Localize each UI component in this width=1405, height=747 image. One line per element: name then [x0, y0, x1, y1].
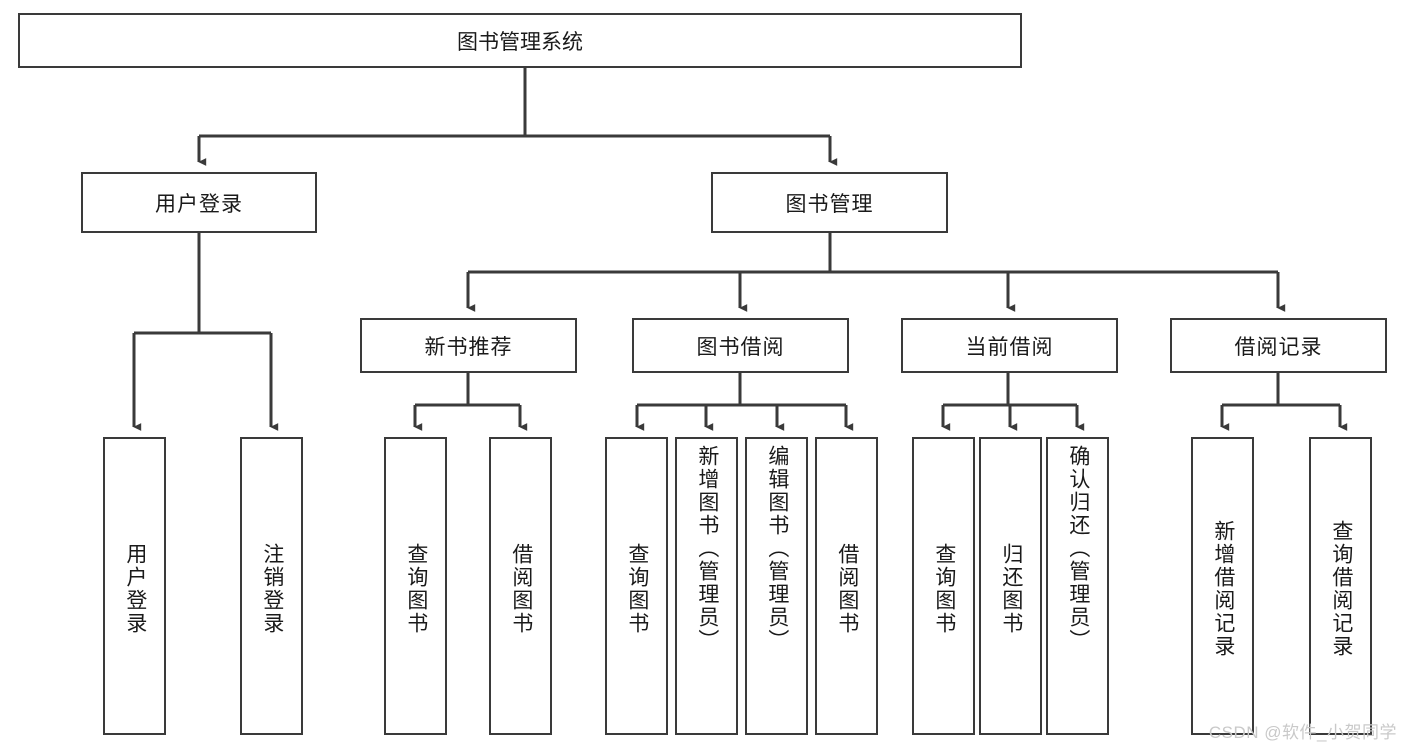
leaf-book-borrow-borrow[interactable]: 借阅图书	[815, 437, 878, 735]
leaf-book-borrow-query[interactable]: 查询图书	[605, 437, 668, 735]
leaf-label: 查询图书	[404, 543, 428, 635]
node-user-login[interactable]: 用户登录	[81, 172, 317, 233]
leaf-label: 查询借阅记录	[1329, 520, 1353, 658]
node-user-login-label: 用户登录	[155, 192, 243, 216]
leaf-label: 新增图书（管理员）	[695, 445, 719, 652]
node-current-borrow-label: 当前借阅	[965, 335, 1054, 359]
leaf-new-book-borrow[interactable]: 借阅图书	[489, 437, 552, 735]
leaf-label: 查询图书	[625, 543, 649, 635]
leaf-current-borrow-return[interactable]: 归还图书	[979, 437, 1042, 735]
leaf-label: 编辑图书（管理员）	[765, 445, 789, 652]
node-current-borrow[interactable]: 当前借阅	[901, 318, 1118, 373]
node-book-manage[interactable]: 图书管理	[711, 172, 948, 233]
leaf-user-login-login[interactable]: 用户登录	[103, 437, 166, 735]
node-book-borrow-label: 图书借阅	[696, 335, 785, 359]
leaf-label: 查询图书	[932, 543, 956, 635]
leaf-borrow-record-add[interactable]: 新增借阅记录	[1191, 437, 1254, 735]
node-book-borrow[interactable]: 图书借阅	[632, 318, 849, 373]
leaf-new-book-query[interactable]: 查询图书	[384, 437, 447, 735]
node-root[interactable]: 图书管理系统	[18, 13, 1022, 68]
leaf-label: 注销登录	[260, 543, 284, 635]
leaf-label: 借阅图书	[509, 543, 533, 635]
watermark: CSDN @软件_小贺同学	[1208, 723, 1397, 742]
leaf-current-borrow-query[interactable]: 查询图书	[912, 437, 975, 735]
leaf-current-borrow-confirm[interactable]: 确认归还（管理员）	[1046, 437, 1109, 735]
leaf-label: 用户登录	[123, 543, 147, 635]
node-borrow-record-label: 借阅记录	[1234, 335, 1323, 359]
leaf-label: 新增借阅记录	[1211, 520, 1235, 658]
leaf-book-borrow-add[interactable]: 新增图书（管理员）	[675, 437, 738, 735]
leaf-book-borrow-edit[interactable]: 编辑图书（管理员）	[745, 437, 808, 735]
leaf-label: 借阅图书	[835, 543, 859, 635]
node-new-book-recommend[interactable]: 新书推荐	[360, 318, 577, 373]
leaf-user-login-logout[interactable]: 注销登录	[240, 437, 303, 735]
node-root-label: 图书管理系统	[457, 30, 583, 54]
node-new-book-recommend-label: 新书推荐	[424, 335, 513, 359]
leaf-label: 归还图书	[999, 543, 1023, 635]
leaf-label: 确认归还（管理员）	[1066, 445, 1090, 652]
node-book-manage-label: 图书管理	[785, 192, 874, 216]
node-borrow-record[interactable]: 借阅记录	[1170, 318, 1387, 373]
leaf-borrow-record-query[interactable]: 查询借阅记录	[1309, 437, 1372, 735]
